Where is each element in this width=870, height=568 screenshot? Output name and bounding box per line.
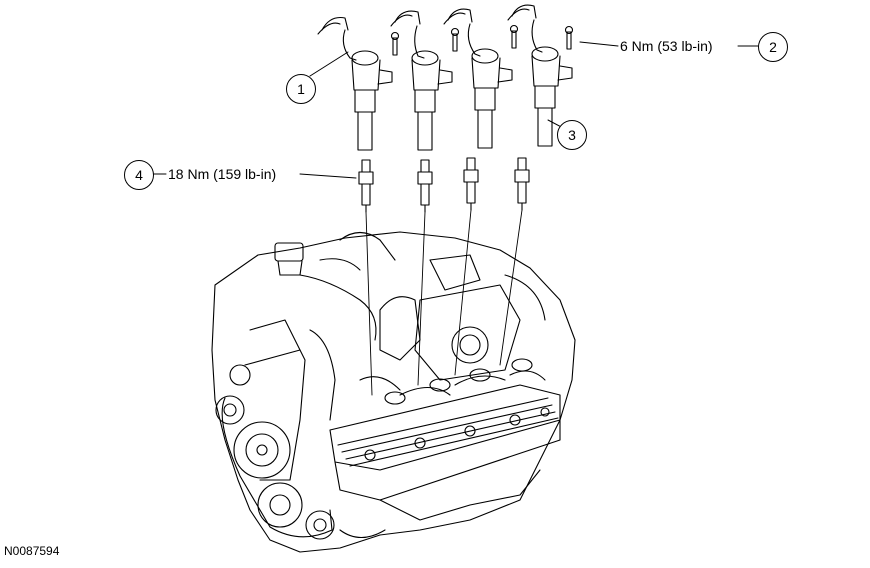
- leader-lines: [151, 41, 759, 179]
- ignition-coil-3: [443, 8, 513, 149]
- spark-plugs: [358, 157, 530, 213]
- ignition-coil-2: [390, 10, 453, 151]
- ignition-coil-4: [507, 4, 573, 147]
- callout-number-1: 1: [286, 74, 316, 104]
- callout-4-torque-label: 18 Nm (159 lb-in): [168, 166, 277, 182]
- guide-lines: [365, 209, 523, 396]
- coil-bolts: [390, 24, 574, 56]
- engine-assembly: [211, 231, 576, 553]
- callout-number-2: 2: [758, 32, 788, 62]
- ignition-coil-1: [317, 16, 393, 151]
- callout-number-4: 4: [124, 160, 154, 190]
- callout-2-torque-label: 6 Nm (53 lb-in): [620, 38, 713, 54]
- callout-number-3: 3: [557, 120, 587, 150]
- figure-id: N0087594: [4, 544, 60, 558]
